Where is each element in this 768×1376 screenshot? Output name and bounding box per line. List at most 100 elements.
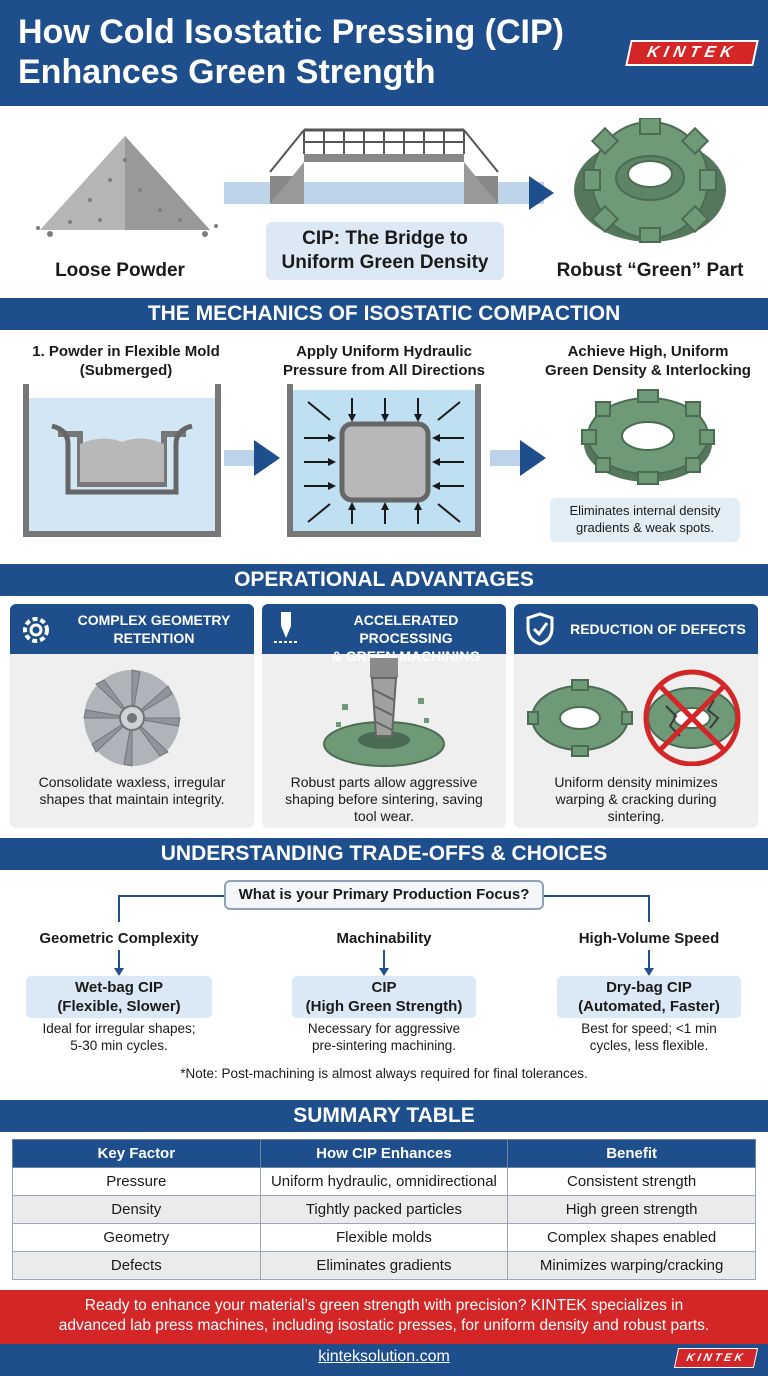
bridge-caption-line2: Uniform Green Density (281, 252, 489, 273)
summary-band: SUMMARY TABLE (0, 1100, 768, 1132)
advantage-text-line2: shaping before sintering, saving (285, 791, 483, 807)
table-cell: High green strength (507, 1195, 756, 1224)
table-cell: Density (12, 1195, 261, 1224)
step3-title: Achieve High, Uniform Green Density & In… (530, 342, 766, 380)
step3-title-line2: Green Density & Interlocking (545, 362, 751, 379)
advantage-text-line1: Robust parts allow aggressive (290, 774, 478, 790)
option-desc-line1: Necessary for aggressive (307, 1021, 461, 1036)
bridge-illustration (224, 128, 554, 210)
process-arrow-2 (490, 440, 546, 476)
page-title-line2: Enhances Green Strength (18, 53, 436, 91)
option-label-speed: High-Volume Speed (578, 930, 720, 947)
kintek-logo-footer: KINTEK (673, 1348, 759, 1368)
step1-title: 1. Powder in Flexible Mold (Submerged) (6, 342, 246, 380)
bridge-caption: CIP: The Bridge to Uniform Green Density (266, 222, 504, 280)
option-desc-line2: cycles, less flexible. (589, 1038, 709, 1053)
advantage-card-machining: ACCELERATED PROCESSING & GREEN MACHINING… (262, 604, 506, 828)
table-cell: Consistent strength (507, 1167, 756, 1196)
robust-part-label: Robust “Green” Part (556, 260, 744, 281)
summary-table: Key Factor How CIP Enhances Benefit Pres… (12, 1139, 756, 1280)
turbine-impeller-illustration (83, 669, 181, 767)
advantage-card-text: Consolidate waxless, irregular shapes th… (16, 774, 248, 808)
option-box-line1: Wet-bag CIP (74, 979, 164, 996)
density-note-line2: gradients & weak spots. (575, 520, 715, 535)
cta-line1: Ready to enhance your material’s green s… (84, 1297, 684, 1314)
step1-title-line2: (Submerged) (79, 362, 173, 379)
option-desc-cip: Necessary for aggressive pre-sintering m… (274, 1020, 494, 1054)
kintek-logo: KINTEK (625, 40, 759, 66)
table-row: Pressure Uniform hydraulic, omnidirectio… (12, 1167, 756, 1196)
advantage-card-title: ACCELERATED PROCESSING & GREEN MACHINING (310, 611, 502, 665)
step2-title: Apply Uniform Hydraulic Pressure from Al… (266, 342, 502, 380)
page-title-line1: How Cold Isostatic Pressing (CIP) (18, 13, 564, 51)
advantage-text-line2: shapes that maintain integrity. (39, 791, 225, 807)
advantage-card-text: Uniform density minimizes warping & crac… (520, 774, 752, 825)
step2-title-line2: Pressure from All Directions (282, 362, 485, 379)
option-label-machinability: Machinability (336, 930, 432, 947)
website-link[interactable]: kinteksolution.com (318, 1348, 450, 1365)
advantage-card-title: COMPLEX GEOMETRY RETENTION (58, 611, 250, 647)
option-box-line2: (Flexible, Slower) (57, 998, 181, 1015)
advantage-card-header: COMPLEX GEOMETRY RETENTION (10, 604, 254, 654)
advantage-card-defects: REDUCTION OF DEFECTS Uniform density min… (514, 604, 758, 828)
option-desc-line2: 5-30 min cycles. (70, 1038, 168, 1053)
footer-bar (0, 1344, 768, 1376)
gear-icon (23, 617, 49, 643)
advantage-text-line1: Consolidate waxless, irregular (38, 774, 226, 790)
option-label-complexity: Geometric Complexity (39, 930, 199, 947)
option-desc-line1: Best for speed; <1 min (581, 1021, 717, 1036)
step3-title-line1: Achieve High, Uniform (567, 343, 729, 360)
advantage-text-line1: Uniform density minimizes (554, 774, 718, 790)
option-desc-dry-bag: Best for speed; <1 min cycles, less flex… (540, 1020, 758, 1054)
process-arrow-1 (224, 440, 280, 476)
option-box-line1: Dry-bag CIP (606, 979, 692, 996)
header: How Cold Isostatic Pressing (CIP) Enhanc… (0, 0, 768, 106)
option-box-line1: CIP (371, 979, 397, 996)
advantage-title-line1: COMPLEX GEOMETRY (77, 612, 231, 628)
advantage-title-line2: RETENTION (113, 630, 195, 646)
table-header-row: Key Factor How CIP Enhances Benefit (12, 1139, 756, 1168)
advantage-card-header: ACCELERATED PROCESSING & GREEN MACHINING (262, 604, 506, 664)
table-row: Defects Eliminates gradients Minimizes w… (12, 1251, 756, 1280)
table-cell: Defects (12, 1251, 261, 1280)
loose-powder-illustration (36, 136, 218, 237)
mechanics-band: THE MECHANICS OF ISOSTATIC COMPACTION (0, 298, 768, 330)
advantage-text-line2: warping & cracking during (555, 791, 717, 807)
table-cell: Tightly packed particles (259, 1195, 509, 1224)
page-title: How Cold Isostatic Pressing (CIP) Enhanc… (18, 12, 618, 92)
option-desc-wet-bag: Ideal for irregular shapes; 5-30 min cyc… (10, 1020, 228, 1054)
table-row: Geometry Flexible molds Complex shapes e… (12, 1223, 756, 1252)
post-machining-note: *Note: Post-machining is almost always r… (180, 1066, 588, 1081)
advantage-text-line3: tool wear. (354, 808, 414, 824)
table-cell: Flexible molds (259, 1223, 509, 1252)
cta-line2: advanced lab press machines, including i… (58, 1317, 710, 1334)
advantage-card-geometry: COMPLEX GEOMETRY RETENTION Consolidate w… (10, 604, 254, 828)
advantage-title-line1: ACCELERATED PROCESSING (353, 612, 459, 646)
table-cell: Pressure (12, 1167, 261, 1196)
option-box-line2: (Automated, Faster) (578, 998, 720, 1015)
advantages-band: OPERATIONAL ADVANTAGES (0, 564, 768, 596)
step1-title-line1: 1. Powder in Flexible Mold (32, 343, 220, 360)
option-box-cip: CIP (High Green Strength) (292, 976, 476, 1018)
advantage-title-line2: & GREEN MACHINING (331, 648, 481, 664)
table-cell: Geometry (12, 1223, 261, 1252)
decision-tree-connectors (114, 895, 654, 976)
density-note: Eliminates internal density gradients & … (550, 498, 740, 542)
call-to-action-banner: Ready to enhance your material’s green s… (0, 1290, 768, 1344)
option-box-dry-bag: Dry-bag CIP (Automated, Faster) (557, 976, 741, 1018)
shield-check-icon (526, 612, 554, 646)
dense-part-gear-illustration (581, 389, 715, 485)
table-cell: Uniform hydraulic, omnidirectional (259, 1167, 509, 1196)
advantage-title-line1: REDUCTION OF DEFECTS (570, 621, 746, 637)
defect-comparison-illustration (527, 669, 741, 766)
option-box-line2: (High Green Strength) (305, 998, 463, 1015)
advantage-text-line3: sintering. (607, 808, 665, 824)
production-focus-question: What is your Primary Production Focus? (224, 880, 544, 910)
option-box-wet-bag: Wet-bag CIP (Flexible, Slower) (26, 976, 212, 1018)
density-note-line1: Eliminates internal density (569, 503, 721, 518)
green-part-gear-illustration (574, 118, 726, 243)
table-row: Density Tightly packed particles High gr… (12, 1195, 756, 1224)
option-desc-line1: Ideal for irregular shapes; (42, 1021, 196, 1036)
column-header-how-cip: How CIP Enhances (259, 1139, 509, 1168)
advantage-card-header: REDUCTION OF DEFECTS (514, 604, 758, 654)
